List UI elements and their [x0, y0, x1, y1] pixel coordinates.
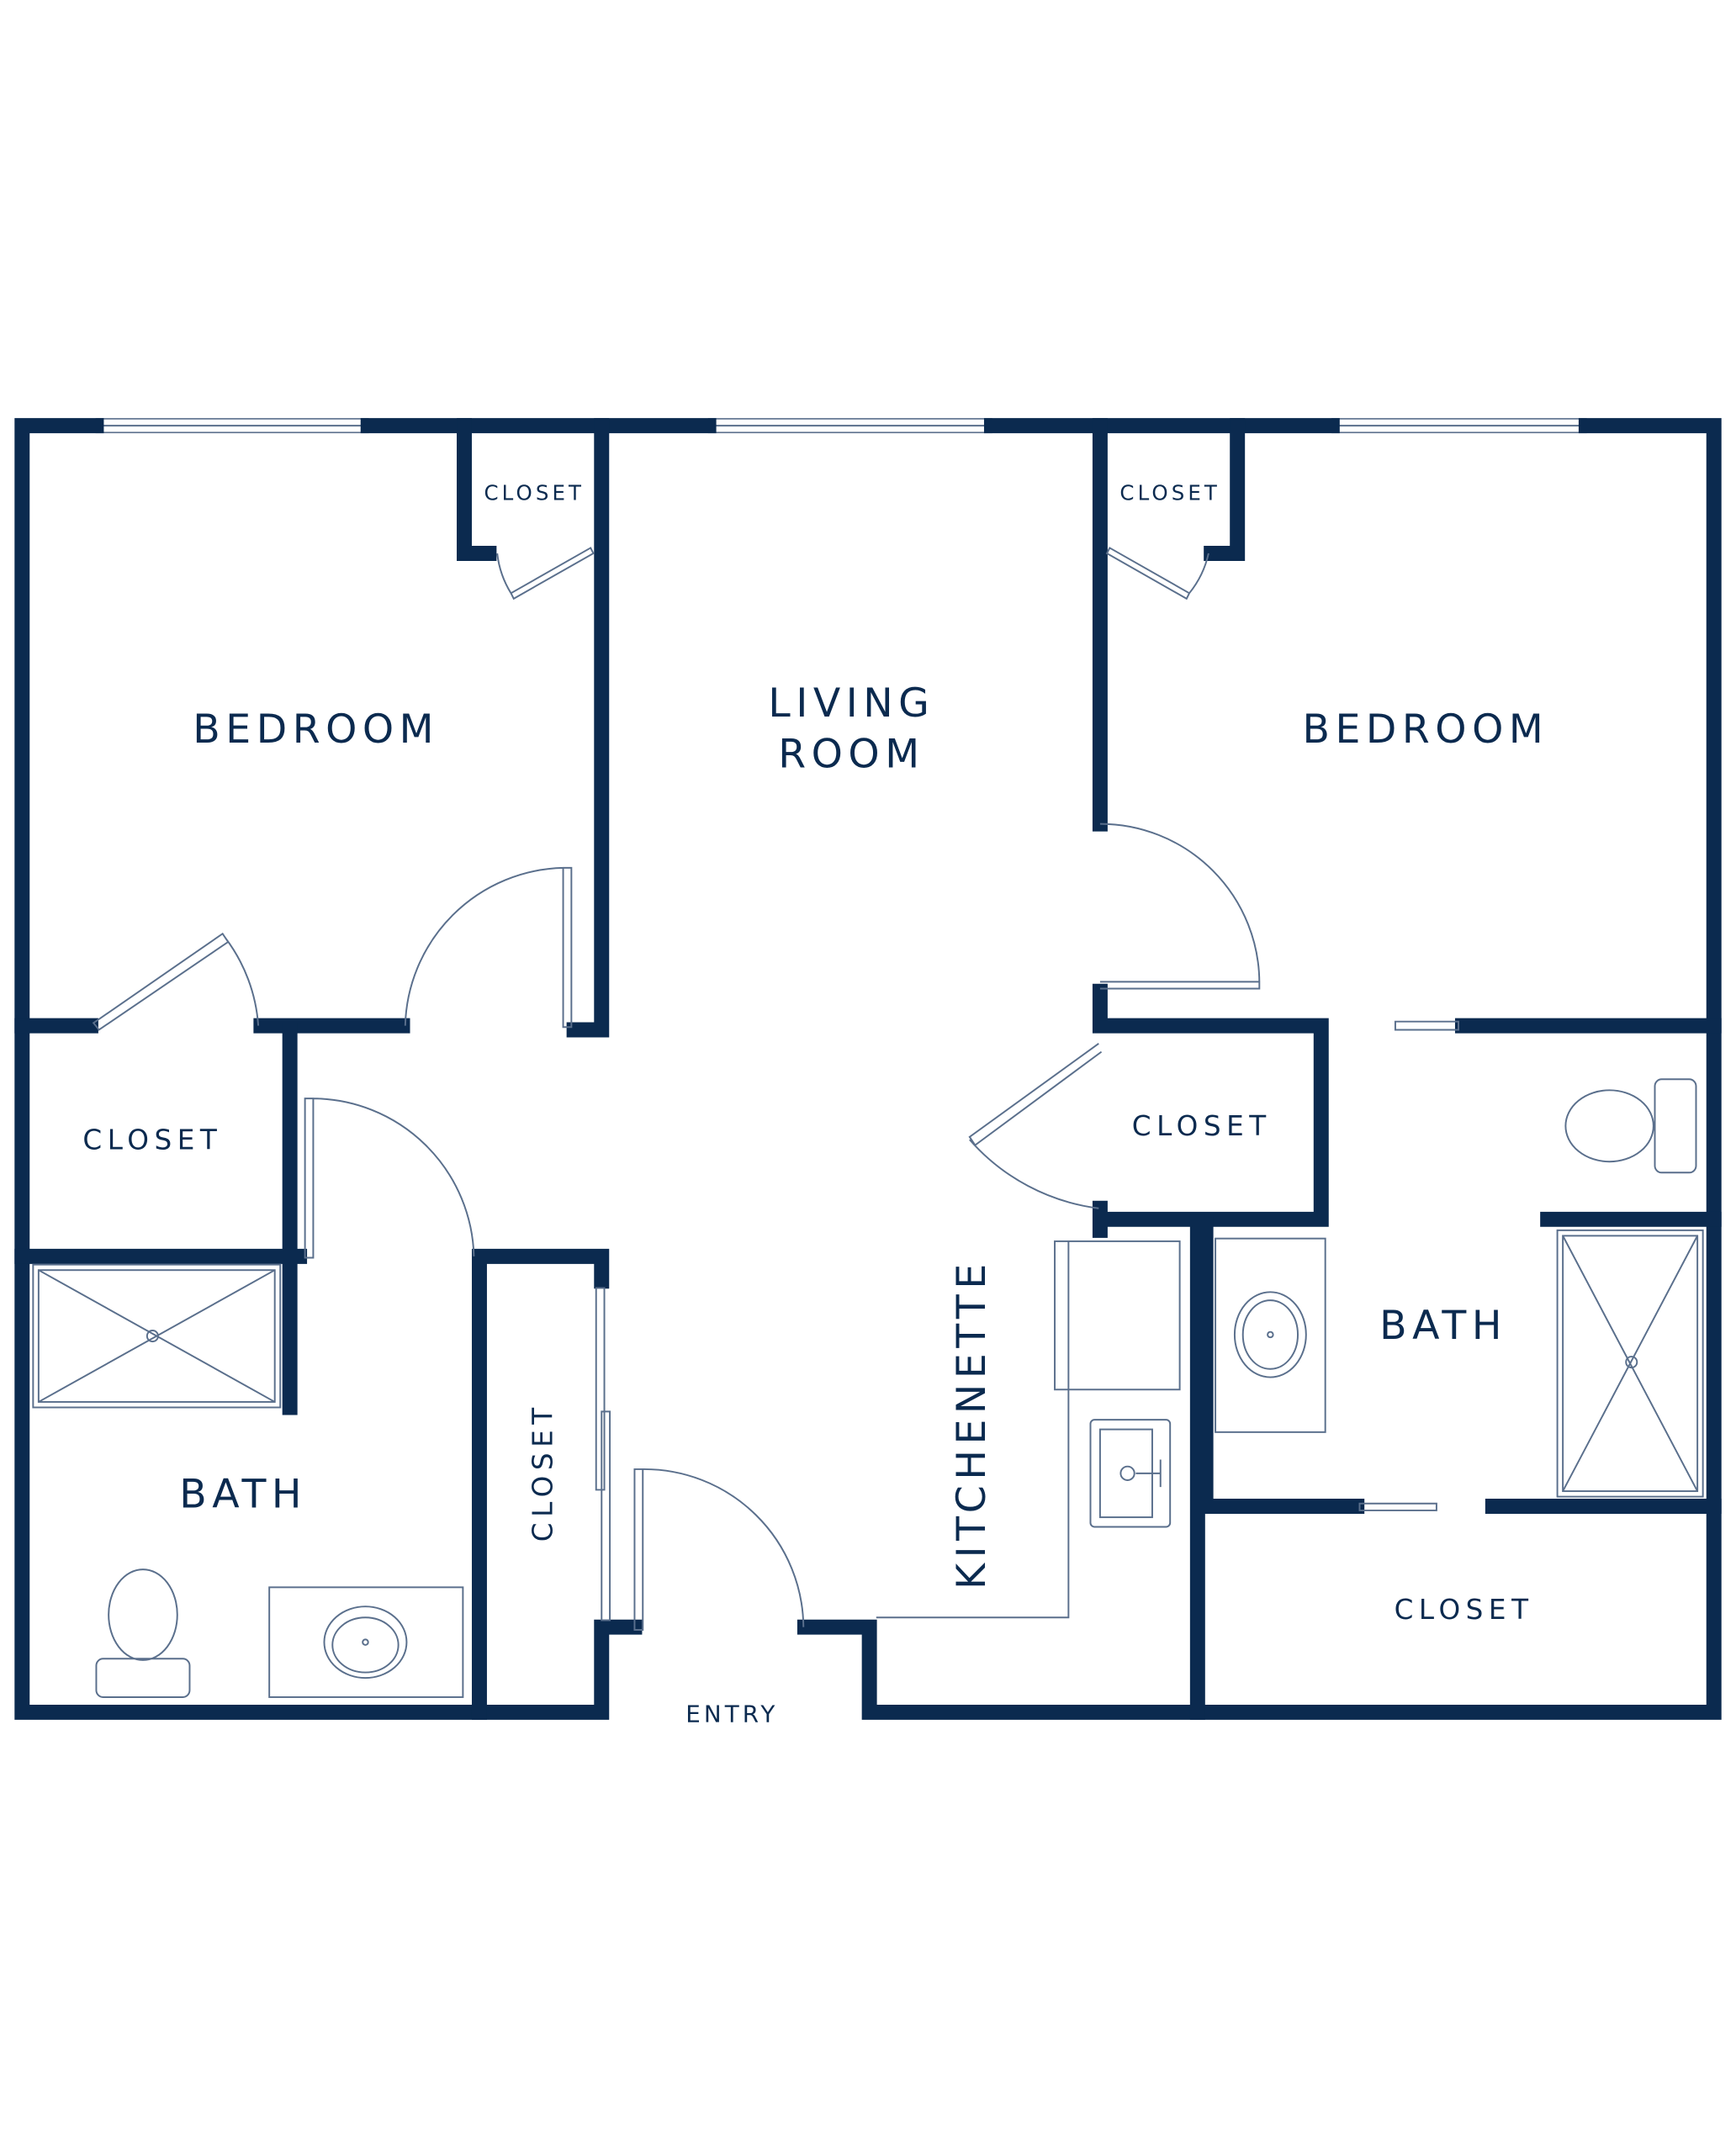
- label-closet-right-top: CLOSET: [1119, 480, 1220, 505]
- fixtures: [32, 1078, 1704, 1698]
- label-closet-center: CLOSET: [1132, 1110, 1272, 1142]
- label-entry: ENTRY: [685, 1700, 778, 1727]
- label-bedroom-left: BEDROOM: [193, 706, 439, 753]
- label-bath-left: BATH: [179, 1472, 307, 1518]
- room-labels: BEDROOM LIVING ROOM BEDROOM CLOSET CLOSE…: [82, 480, 1548, 1727]
- shower-right-icon: [1556, 1229, 1704, 1498]
- label-bath-right: BATH: [1379, 1303, 1507, 1349]
- label-closet-entry: CLOSET: [527, 1402, 558, 1542]
- label-bedroom-right: BEDROOM: [1302, 706, 1548, 753]
- doors: [92, 547, 1460, 1631]
- sink-right-icon: [1215, 1237, 1326, 1433]
- sink-left-icon: [268, 1586, 464, 1698]
- walls: [14, 418, 1722, 1720]
- refrigerator-icon: [1054, 1240, 1181, 1391]
- windows: [95, 418, 1587, 434]
- shower-left-icon: [32, 1263, 282, 1409]
- toilet-left-icon: [95, 1568, 191, 1698]
- toilet-right-icon: [1564, 1078, 1697, 1174]
- label-room: ROOM: [778, 732, 924, 778]
- label-closet-left-mid: CLOSET: [82, 1124, 222, 1156]
- kitchen-sink-icon: [1089, 1419, 1172, 1528]
- label-kitchenette: KITCHENETTE: [949, 1258, 995, 1590]
- label-closet-left-top: CLOSET: [484, 480, 585, 505]
- label-closet-right-bottom: CLOSET: [1395, 1594, 1534, 1626]
- label-living: LIVING: [768, 680, 934, 727]
